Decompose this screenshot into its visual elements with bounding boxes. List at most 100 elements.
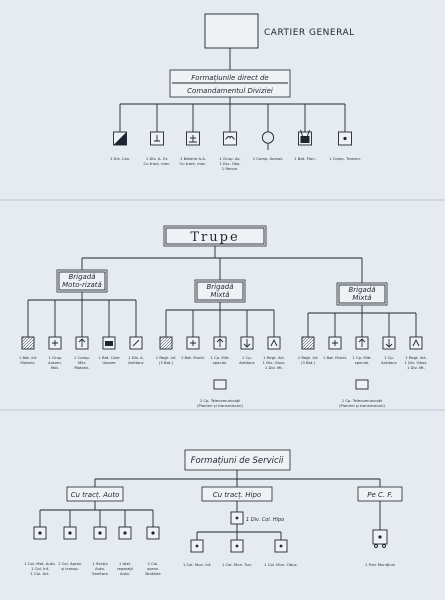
artillery-icon (328, 336, 342, 350)
machine-gun-icon-mark (216, 338, 224, 347)
telecom-box (355, 379, 369, 390)
brigade-label: Mixtă (210, 291, 229, 299)
hatched-icon-mark (167, 344, 173, 350)
unit-caption: 1 Col. Mun. Inf. (183, 562, 211, 567)
unit-caption: reparații (117, 566, 133, 571)
hatched-icon-mark (159, 336, 169, 346)
unit-caption: 1 Grup (49, 355, 63, 360)
brigade-unit: 1 Div. A.Antitanc (128, 300, 144, 365)
sapper-icon-mark (243, 339, 251, 348)
brigade-box-inner (58, 271, 106, 291)
unit-caption: 1 Bat. Care (98, 355, 120, 360)
telecom-company: 1 Cp. Telecomunicații(Pionieri și transm… (339, 379, 385, 408)
headquarters-title: CARTIER GENERAL (264, 28, 355, 38)
hatched-icon-mark (159, 336, 172, 349)
services-title: Formațiuni de Servicii (191, 456, 284, 466)
hatched-icon-mark (309, 344, 315, 350)
unit-caption: Usoare (102, 360, 116, 365)
hatched-icon-mark (21, 336, 31, 346)
armored-icon-mark (105, 341, 113, 346)
radio-icon (298, 129, 312, 146)
artillery-icon (186, 336, 200, 350)
wagon-icon-mark (279, 544, 283, 548)
unit-box (301, 336, 315, 350)
unit-caption: 1 Bat. Munit. (181, 355, 205, 360)
service-unit: 1 Col. Mun. Obuz. (264, 532, 298, 567)
fuel-truck-icon-mark (68, 531, 72, 535)
unit-caption: 1 Bat. Pion. (294, 156, 316, 161)
troops-title: Trupe (190, 230, 239, 245)
artillery-icon (48, 336, 62, 350)
reconnaissance-icon-mark (225, 136, 235, 140)
hatched-icon-mark (32, 347, 35, 350)
hatched-icon-mark (164, 341, 173, 350)
repair-truck-icon-mark (123, 531, 127, 535)
headquarters-unit: 1 Grup. Av.1 Esc. Obs.1 Recon. (219, 104, 241, 171)
brigade-label: Brigadă (68, 273, 95, 281)
machine-gun-icon (75, 336, 89, 350)
unit-caption: și transp. (61, 566, 79, 571)
service-unit: 1 Tren Munițiuni (365, 501, 395, 567)
unit-caption: 1 Comp. Transm. (329, 156, 361, 161)
unit-caption: Cu tracț. mec. (144, 161, 171, 166)
hatched-icon-mark (29, 344, 35, 350)
unit-caption: 1 Div. Cav. (110, 156, 130, 161)
unit-caption: 1 Comp. Aerost. (253, 156, 283, 161)
hatched-icon-mark (21, 336, 25, 340)
cavalry-icon (113, 131, 127, 146)
brigade-box-inner (196, 281, 244, 301)
unit-caption: 1 Col. Mun. Tun. (222, 562, 252, 567)
unit-caption: 1 Cp. Mitr. (210, 355, 229, 360)
machine-gun-icon (355, 336, 369, 350)
anti-tank-gun-icon-mark (132, 339, 140, 347)
unit-caption: Auto. (95, 566, 105, 571)
hatched-icon-mark (303, 338, 315, 350)
artillery-icon-mark (190, 340, 196, 346)
unit-caption: Mot. (51, 365, 59, 370)
hipo-division-label: 1 Div. Col. Hipo (246, 517, 284, 523)
mountain-gun-icon (267, 336, 281, 350)
unit-caption: 1 Col. Art. (31, 571, 50, 576)
unit-caption: 1 Col. Mat. Auto. (24, 561, 56, 566)
brigade-label: Mixtă (352, 294, 371, 302)
machine-gun-icon-mark (358, 338, 366, 347)
unit-caption: 1 Cp. (242, 355, 252, 360)
hatched-icon-mark (161, 338, 173, 350)
sapper-icon-mark (385, 339, 393, 348)
hatched-icon (21, 336, 35, 350)
hatched-icon (301, 336, 315, 350)
anti-tank-gun-icon (129, 336, 143, 350)
wagon-icon (190, 539, 204, 553)
armored-icon (102, 336, 116, 350)
artillery-icon-mark (52, 340, 58, 346)
machine-gun-icon (213, 336, 227, 350)
rail-icon-mark (378, 535, 382, 539)
telecom-caption: (Pionieri și transmisiuni) (339, 403, 385, 408)
hatched-icon-mark (301, 336, 308, 343)
unit-caption: 1 Div. Mt. (407, 365, 425, 370)
headquarters-units: 1 Div. Cav. 1 Div. A. Gr.Cu tracț. mec. 1 … (110, 104, 361, 171)
hatched-icon-mark (301, 336, 311, 346)
service-label: Pe C. F. (367, 491, 392, 499)
wagon-icon-mark (235, 544, 239, 548)
anti-tank-icon (150, 131, 164, 146)
unit-caption: special. (213, 360, 227, 365)
unit-caption: Motoriz. (74, 365, 89, 370)
unit-caption: 1 Recon. (222, 166, 238, 171)
hatched-icon-mark (301, 336, 314, 349)
unit-caption: 1 Div. A. Gr. (146, 156, 168, 161)
unit-caption: 1 Atel. (119, 561, 131, 566)
machine-gun-icon-mark (78, 338, 86, 347)
service-column: Pe C. F. 1 Tren Munițiuni (357, 479, 403, 567)
reconnaissance-icon (223, 131, 237, 146)
services-box (184, 449, 291, 471)
headquarters-unit: 1 Div. Cav. (110, 104, 130, 161)
